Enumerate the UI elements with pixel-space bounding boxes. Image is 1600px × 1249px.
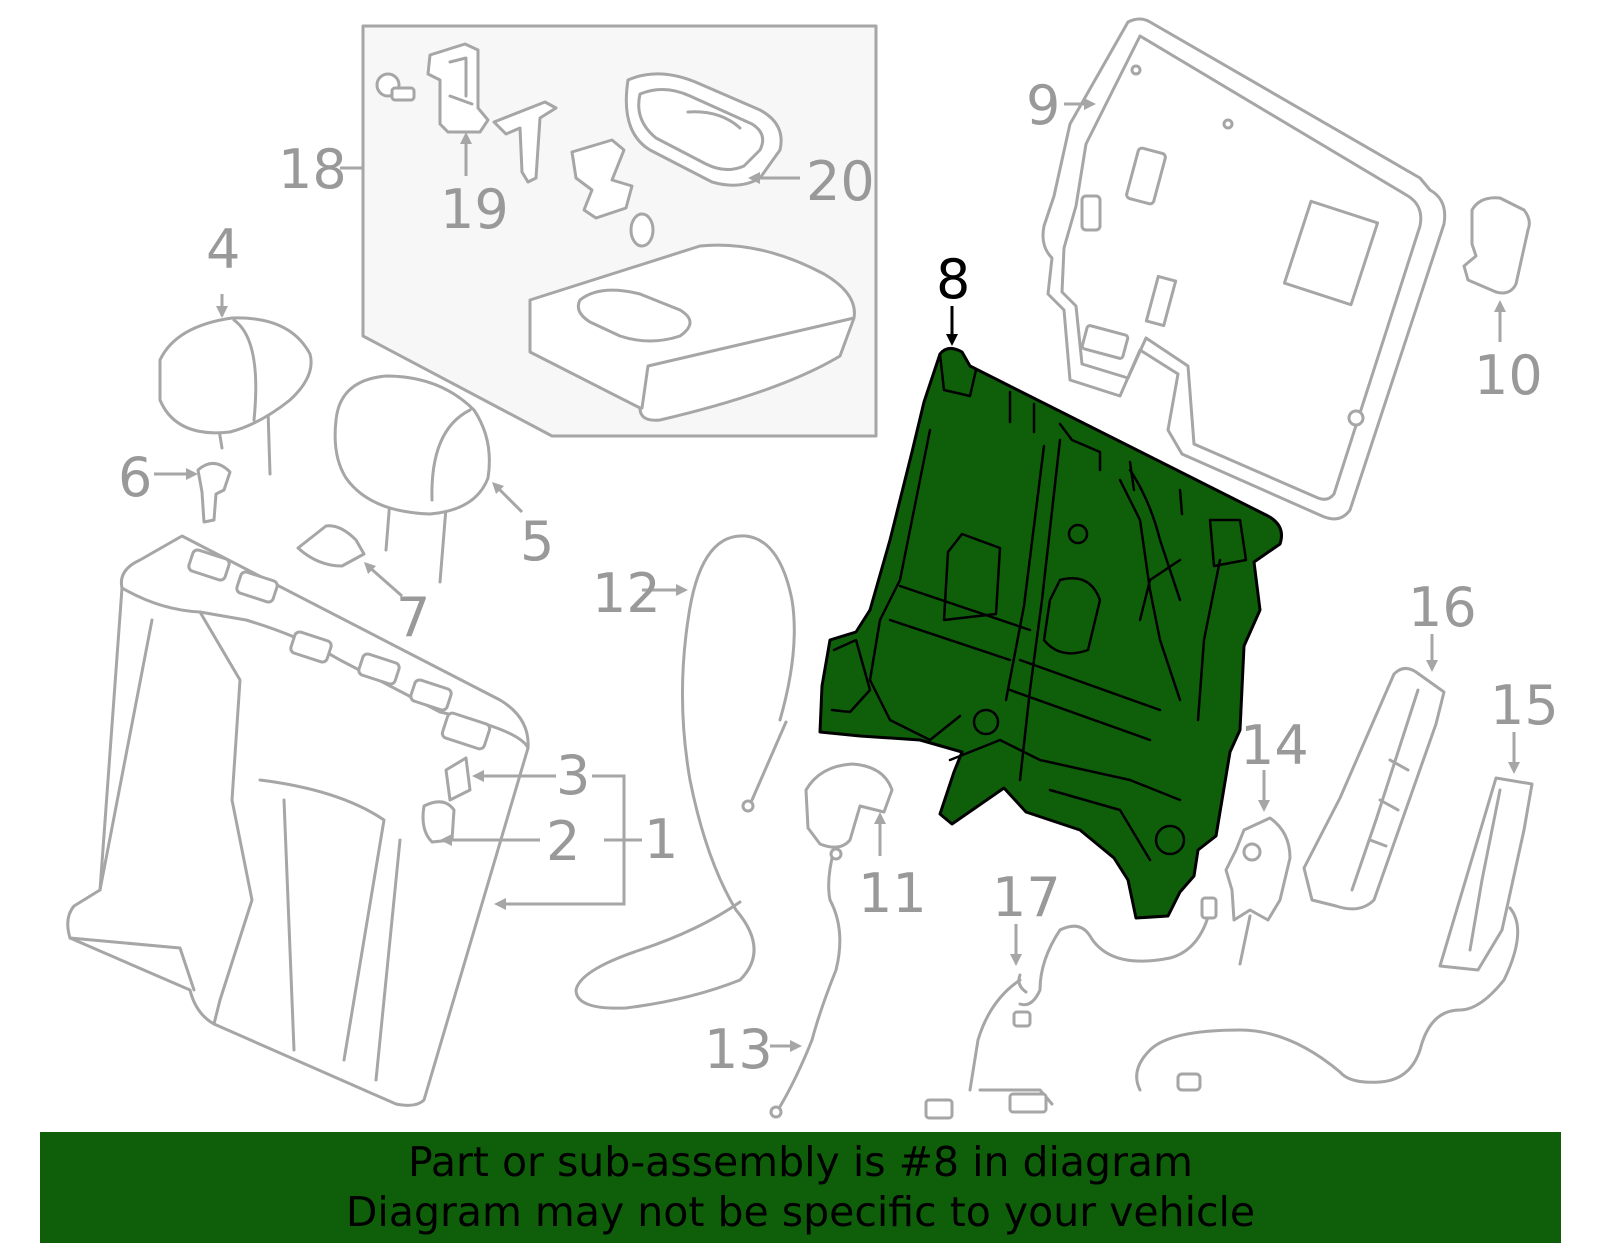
guide-part-6	[196, 462, 232, 524]
part-info-banner: Part or sub-assembly is #8 in diagram Di…	[40, 1132, 1561, 1243]
callout-12: 12	[592, 562, 661, 625]
washer-part	[629, 212, 655, 248]
callout-10: 10	[1474, 344, 1543, 407]
latch-cover-part-10	[1462, 196, 1531, 295]
callout-11: 11	[858, 862, 927, 925]
leader-lines	[154, 98, 1520, 1052]
recliner-part-14	[1224, 816, 1292, 966]
callout-20: 20	[806, 150, 875, 213]
callout-7: 7	[396, 586, 430, 649]
armrest-pad	[528, 243, 856, 422]
callout-labels: 1 2 3 4 5 6 7 8 9 10 11 12 13 14 15 16 1…	[118, 74, 1559, 1081]
hook-part	[570, 138, 634, 220]
wire-part-15	[1135, 906, 1520, 1092]
headrest-part-4	[158, 316, 313, 476]
back-panel-part-9	[1041, 17, 1447, 521]
callout-17: 17	[992, 866, 1061, 929]
connector-icon	[1176, 1072, 1202, 1092]
callout-14: 14	[1240, 714, 1309, 777]
callout-8: 8	[936, 248, 970, 311]
side-cover-part-15	[1438, 776, 1534, 972]
seat-back-cushion-part-1	[66, 534, 530, 1107]
callout-9: 9	[1026, 74, 1060, 137]
callout-16: 16	[1408, 576, 1477, 639]
wire-harness-part-17	[924, 896, 1218, 1120]
side-cover-part-16	[1302, 667, 1446, 911]
headrest-part-5	[333, 374, 491, 584]
armrest-inset-group	[361, 24, 878, 438]
callout-2: 2	[546, 810, 580, 873]
seat-back-frame-part-8	[818, 347, 1283, 920]
callout-6: 6	[118, 446, 152, 509]
callout-19: 19	[440, 178, 509, 241]
cable-part-12	[574, 534, 796, 1010]
handle-part-11	[804, 762, 894, 849]
clip-part	[492, 100, 558, 184]
banner-line-disclaimer: Diagram may not be specific to your vehi…	[345, 1188, 1256, 1236]
bracket-part-19	[426, 42, 490, 134]
cup-holder-part-20	[624, 72, 783, 187]
cable-part-13	[776, 848, 842, 1112]
callout-15: 15	[1490, 674, 1559, 737]
callout-3: 3	[556, 744, 590, 807]
cover-part-7	[296, 524, 366, 568]
callout-13: 13	[704, 1018, 773, 1081]
headrest-guide-part-3	[444, 756, 472, 802]
bolt-part	[375, 72, 416, 102]
banner-line-part-number: Part or sub-assembly is #8 in diagram	[408, 1138, 1193, 1186]
callout-18: 18	[278, 138, 347, 201]
callout-5: 5	[520, 510, 554, 573]
parts-diagram: 1 2 3 4 5 6 7 8 9 10 11 12 13 14 15 16 1…	[66, 17, 1559, 1120]
callout-1: 1	[644, 808, 678, 871]
callout-4: 4	[206, 218, 240, 281]
